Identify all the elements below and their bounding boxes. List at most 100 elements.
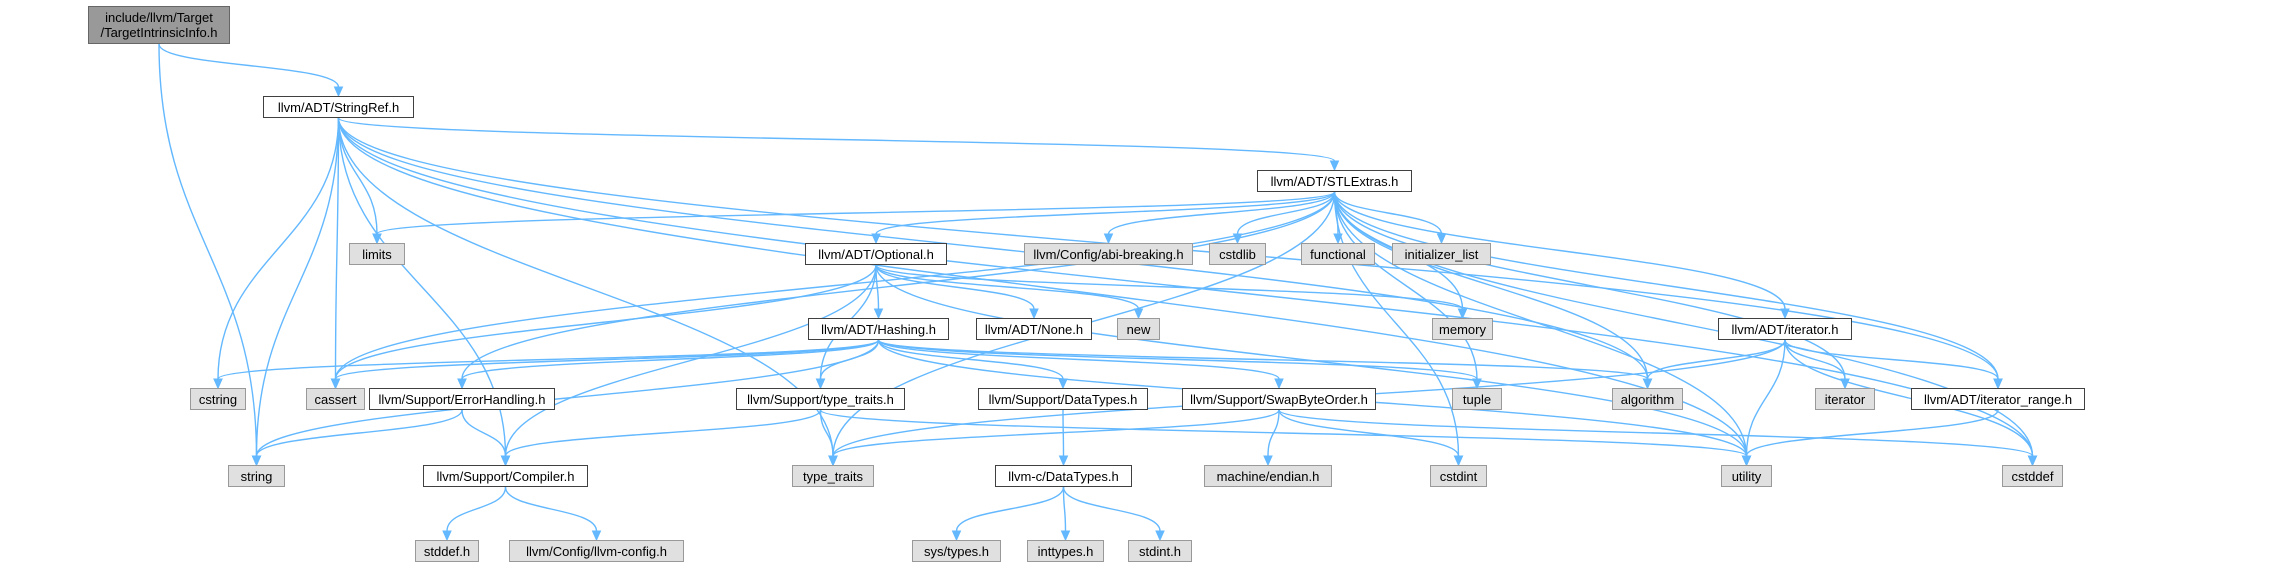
edge-iterator_h-to-iterator <box>1784 339 1846 380</box>
edge-optional-to-cassert <box>334 264 877 380</box>
edge-optional-to-new <box>875 264 1140 310</box>
edge-stlextras-to-iterator <box>1333 191 1846 380</box>
arrowhead-stlextras-to-iterator_h <box>1780 308 1790 320</box>
edge-hashing-to-algorithm <box>877 339 1649 380</box>
node-stlextras-h[interactable]: llvm/ADT/STLExtras.h <box>1257 170 1412 192</box>
node-support-datatypes-h[interactable]: llvm/Support/DataTypes.h <box>978 388 1148 410</box>
arrowhead-optional-to-memory <box>1457 308 1468 320</box>
arrowhead-iterator_range-to-utility <box>1741 455 1752 467</box>
edge-swapbyteorder-to-machine_endian <box>1267 409 1280 457</box>
edge-swapbyteorder-to-cstddef <box>1278 409 2034 457</box>
node-compiler-h[interactable]: llvm/Support/Compiler.h <box>423 465 588 487</box>
arrowhead-hashing-to-datatypes_h <box>1058 378 1068 390</box>
arrowhead-c_datatypes-to-inttypes <box>1060 530 1071 542</box>
edge-optional-to-memory <box>875 264 1464 310</box>
node-llvm-config-h: llvm/Config/llvm-config.h <box>509 540 684 562</box>
edge-stlextras-to-initializer_list <box>1333 191 1443 235</box>
edge-stringref-to-cassert <box>334 117 340 380</box>
node-cstdint: cstdint <box>1430 465 1487 487</box>
node-stddef-h: stddef.h <box>415 540 479 562</box>
edge-typetraits_h-to-type_traits <box>819 409 834 457</box>
node-sys-types-h: sys/types.h <box>912 540 1001 562</box>
edge-stlextras-to-cstdint <box>1333 191 1460 457</box>
edge-stlextras-to-iterator_h <box>1333 191 1786 310</box>
edge-iterator_h-to-cstddef <box>1784 339 2034 457</box>
arrowhead-hashing-to-swapbyteorder <box>1274 378 1284 390</box>
edge-optional-to-compiler <box>504 264 877 457</box>
edge-stlextras-to-abibreaking <box>1107 191 1336 235</box>
edge-hashing-to-tuple <box>877 339 1478 380</box>
node-stringref-h[interactable]: llvm/ADT/StringRef.h <box>263 96 414 118</box>
arrowhead-hashing-to-cassert <box>330 378 341 390</box>
arrowhead-swapbyteorder-to-machine_endian <box>1263 455 1273 467</box>
edge-stlextras-to-limits <box>376 191 1336 235</box>
edge-errorhandling-to-string <box>255 409 463 457</box>
node-utility: utility <box>1721 465 1772 487</box>
arrowhead-root-to-stringref <box>333 86 344 98</box>
node-iterator-h[interactable]: llvm/ADT/iterator.h <box>1718 318 1852 340</box>
edge-hashing-to-cstring <box>217 339 880 380</box>
node-abi-breaking-h: llvm/Config/abi-breaking.h <box>1024 243 1193 265</box>
arrowhead-swapbyteorder-to-cstddef <box>2027 455 2038 467</box>
edge-iterator_h-to-iterator_range <box>1784 339 1999 380</box>
edge-hashing-to-datatypes_h <box>877 339 1064 380</box>
node-support-type-traits-h[interactable]: llvm/Support/type_traits.h <box>736 388 905 410</box>
arrowhead-swapbyteorder-to-cstdint <box>1453 455 1464 467</box>
edge-root-to-stringref <box>158 43 340 88</box>
edge-hashing-to-string <box>255 339 880 457</box>
arrowhead-stlextras-to-optional <box>871 233 881 245</box>
edge-c_datatypes-to-systypes <box>955 486 1065 532</box>
node-hashing-h[interactable]: llvm/ADT/Hashing.h <box>808 318 949 340</box>
node-initializer-list: initializer_list <box>1392 243 1491 265</box>
edge-c_datatypes-to-inttypes <box>1062 486 1067 532</box>
edge-hashing-to-errorhandling <box>461 339 880 380</box>
edge-hashing-to-cassert <box>334 339 880 380</box>
node-functional: functional <box>1301 243 1375 265</box>
arrowhead-optional-to-new <box>1133 308 1144 320</box>
arrowhead-optional-to-hashing <box>873 308 884 320</box>
node-string: string <box>228 465 285 487</box>
node-cassert: cassert <box>306 388 365 410</box>
arrowhead-hashing-to-typetraits_h <box>815 378 826 390</box>
arrowhead-iterator_h-to-iterator_range <box>1993 378 2003 390</box>
arrowhead-hashing-to-tuple <box>1472 378 1482 390</box>
edge-stlextras-to-cstdlib <box>1236 191 1336 235</box>
arrowhead-optional-to-none <box>1029 308 1039 320</box>
node-errorhandling-h[interactable]: llvm/Support/ErrorHandling.h <box>369 388 555 410</box>
arrowhead-stringref-to-stlextras <box>1329 160 1340 172</box>
arrowhead-stlextras-to-limits <box>372 233 382 245</box>
node-machine-endian-h: machine/endian.h <box>1204 465 1332 487</box>
node-inttypes-h: inttypes.h <box>1027 540 1104 562</box>
node-memory: memory <box>1432 318 1493 340</box>
node-iterator: iterator <box>1815 388 1875 410</box>
node-llvm-c-datatypes-h[interactable]: llvm-c/DataTypes.h <box>995 465 1132 487</box>
arrowhead-stlextras-to-initializer_list <box>1436 233 1447 245</box>
node-none-h[interactable]: llvm/ADT/None.h <box>976 318 1092 340</box>
arrowhead-stlextras-to-abibreaking <box>1103 233 1114 245</box>
edge-root-to-string <box>158 43 258 457</box>
arrowhead-compiler-to-llvmconfig <box>591 530 602 542</box>
edge-stlextras-to-iterator_range <box>1333 191 1999 380</box>
arrowhead-hashing-to-errorhandling <box>457 378 467 390</box>
node-swapbyteorder-h[interactable]: llvm/Support/SwapByteOrder.h <box>1182 388 1376 410</box>
edge-iterator_h-to-algorithm <box>1646 339 1786 380</box>
node-iterator-range-h[interactable]: llvm/ADT/iterator_range.h <box>1911 388 2085 410</box>
arrowhead-errorhandling-to-string <box>251 455 262 467</box>
arrowhead-c_datatypes-to-stdint <box>1155 530 1165 542</box>
node-tuple: tuple <box>1452 388 1502 410</box>
node-cstddef: cstddef <box>2002 465 2063 487</box>
edge-swapbyteorder-to-type_traits <box>832 409 1280 457</box>
edge-hashing-to-swapbyteorder <box>877 339 1280 380</box>
arrowhead-hashing-to-cstring <box>213 378 223 390</box>
node-target-intrinsic-info-h: include/llvm/Target /TargetIntrinsicInfo… <box>88 6 230 44</box>
edge-stlextras-to-utility <box>1333 191 1748 457</box>
edge-iterator_range-to-utility <box>1745 409 1999 457</box>
node-optional-h[interactable]: llvm/ADT/Optional.h <box>805 243 947 265</box>
edge-stringref-to-cstring <box>217 117 340 380</box>
edge-compiler-to-stddef <box>446 486 507 532</box>
arrowhead-swapbyteorder-to-type_traits <box>828 455 838 467</box>
edge-stlextras-to-errorhandling <box>461 191 1336 380</box>
arrowhead-iterator_h-to-algorithm <box>1642 378 1653 390</box>
node-stdint-h: stdint.h <box>1128 540 1192 562</box>
